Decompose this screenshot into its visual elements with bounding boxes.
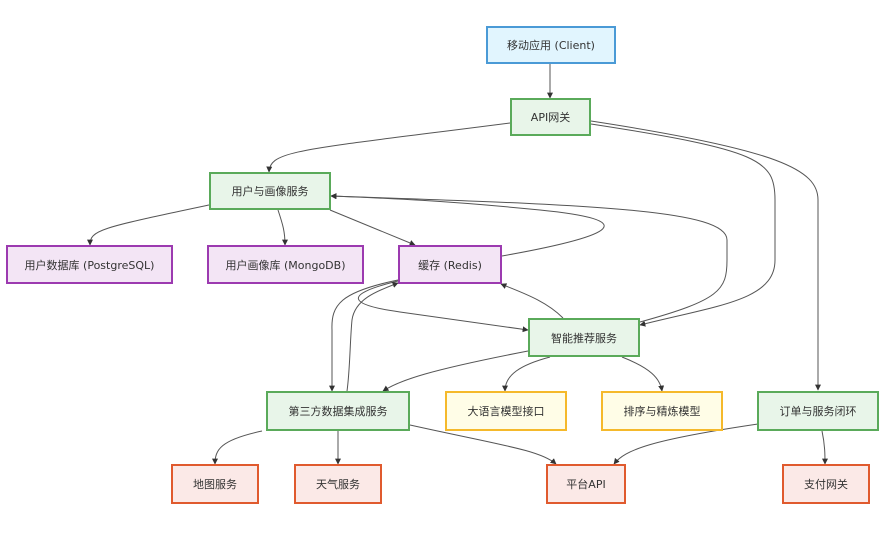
edge-third-party-cache (346, 282, 399, 392)
edge-rec-service-third-party (382, 350, 529, 392)
edge-user-service-cache (329, 209, 416, 246)
node-label: 订单与服务闭环 (779, 405, 857, 418)
node-label: 天气服务 (316, 478, 360, 491)
edge-order-platform-api (613, 423, 759, 465)
node-weather[interactable]: 天气服务 (294, 464, 382, 504)
edge-third-party-map (212, 430, 263, 465)
node-label: 缓存 (Redis) (418, 258, 482, 272)
edge-cache-rec-service (358, 280, 529, 333)
node-label: 平台API (566, 478, 606, 491)
edge-rec-service-llm (502, 356, 551, 392)
node-label: 排序与精炼模型 (623, 405, 701, 418)
node-label: 智能推荐服务 (551, 331, 617, 345)
edge-rec-service-user-service (330, 193, 728, 323)
node-label: 地图服务 (193, 478, 237, 491)
node-profile-db[interactable]: 用户画像库 (MongoDB) (207, 245, 364, 284)
edge-user-service-profile-db (277, 209, 288, 246)
node-label: 支付网关 (804, 478, 848, 491)
edge-third-party-platform-api (409, 424, 557, 465)
node-label: API网关 (530, 111, 571, 124)
edge-order-payment (821, 430, 828, 465)
edge-gateway-user-service (266, 122, 511, 173)
node-label: 用户画像库 (MongoDB) (225, 258, 346, 272)
node-label: 第三方数据集成服务 (288, 405, 388, 418)
node-payment[interactable]: 支付网关 (782, 464, 870, 504)
node-api-gateway[interactable]: API网关 (510, 98, 591, 136)
node-user-service[interactable]: 用户与画像服务 (209, 172, 331, 210)
edge-gateway-rec-service (590, 123, 776, 327)
node-rec-service[interactable]: 智能推荐服务 (528, 318, 640, 357)
node-label: 用户数据库 (PostgreSQL) (24, 258, 155, 272)
node-llm[interactable]: 大语言模型接口 (445, 391, 567, 431)
node-ranking[interactable]: 排序与精炼模型 (601, 391, 723, 431)
node-label: 用户与画像服务 (231, 185, 309, 198)
node-label: 大语言模型接口 (467, 405, 545, 418)
node-user-db[interactable]: 用户数据库 (PostgreSQL) (6, 245, 173, 284)
node-map[interactable]: 地图服务 (171, 464, 259, 504)
node-order[interactable]: 订单与服务闭环 (757, 391, 879, 431)
edge-user-service-user-db (87, 204, 210, 246)
edge-rec-service-ranking (621, 356, 665, 392)
node-label: 移动应用 (Client) (507, 39, 595, 52)
edge-gateway-order (590, 120, 821, 391)
node-platform-api[interactable]: 平台API (546, 464, 626, 504)
edge-rec-service-cache (500, 283, 564, 319)
node-cache[interactable]: 缓存 (Redis) (398, 245, 502, 284)
node-third-party[interactable]: 第三方数据集成服务 (266, 391, 410, 431)
node-client[interactable]: 移动应用 (Client) (486, 26, 616, 64)
edge-cache-third-party (329, 279, 399, 392)
